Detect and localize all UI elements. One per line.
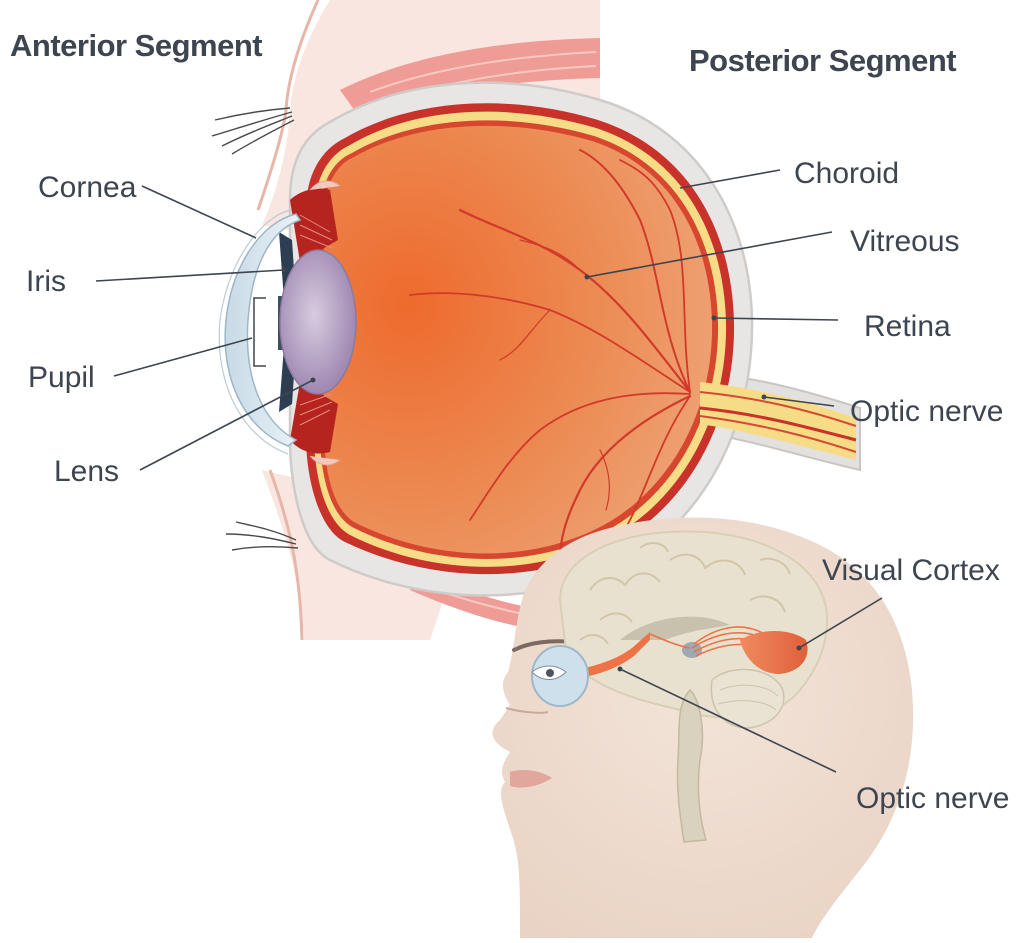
pupil-label: Pupil [28,361,95,394]
optic-nerve-eye-label: Optic nerve [850,395,1003,428]
posterior-segment-heading: Posterior Segment [689,43,956,78]
lens-label: Lens [54,455,119,488]
choroid-label: Choroid [794,157,899,190]
cornea-label: Cornea [38,171,137,204]
visual-cortex-label: Visual Cortex [822,554,1000,587]
iris-label: Iris [26,265,66,298]
lens [280,250,356,394]
optic-nerve-brain-label: Optic nerve [856,782,1009,815]
head-eye [532,646,588,706]
eyeball [290,83,860,596]
vitreous-label: Vitreous [850,225,960,258]
pupil-bracket [254,298,266,366]
retina-label: Retina [864,310,951,343]
anterior-segment-heading: Anterior Segment [10,28,262,63]
